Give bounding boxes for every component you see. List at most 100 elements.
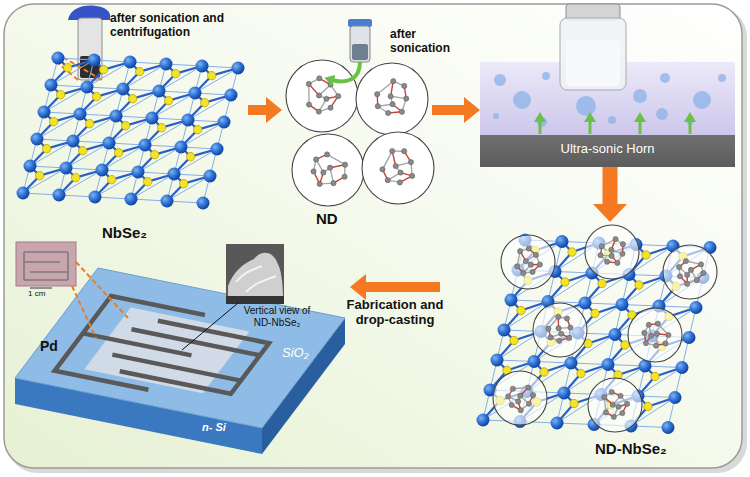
carbon-atom: [610, 402, 615, 407]
material-panel: after sonication and centrifugationNbSe₂: [10, 8, 248, 248]
dashed-leader: [72, 286, 96, 338]
carbon-atom: [321, 170, 326, 175]
pd-electrode: [120, 321, 269, 394]
carbon-atom: [528, 262, 533, 267]
scale-bar: [30, 288, 52, 289]
carbon-atom: [611, 414, 616, 419]
nanodiamond-particle: [362, 132, 434, 204]
carbon-atom: [564, 316, 569, 321]
carbon-atom: [649, 333, 654, 338]
nb-atom: [81, 81, 94, 94]
nb-atom: [528, 355, 541, 368]
molecule-bond: [308, 84, 310, 105]
carbon-atom: [557, 338, 562, 343]
nb-atom: [146, 112, 159, 125]
nb-atom: [683, 331, 696, 344]
bubble: [633, 89, 647, 103]
carbon-atom: [698, 262, 703, 267]
device-photo: [16, 242, 76, 286]
nb-atom: [132, 166, 145, 179]
carbon-atom: [615, 260, 620, 265]
carbon-atom: [388, 94, 393, 99]
nb-atom: [602, 358, 615, 371]
se-atom: [157, 123, 165, 131]
process-arrow: [432, 105, 464, 115]
nb-atom: [232, 62, 245, 75]
se-atom: [186, 152, 194, 160]
jar-liquid: [566, 40, 620, 86]
carbon-atom: [609, 389, 614, 394]
carbon-atom: [677, 274, 682, 279]
carbon-atom: [509, 402, 514, 407]
se-atom: [644, 402, 652, 410]
callout-line: [182, 303, 238, 350]
carbon-atom: [620, 251, 625, 256]
se-atom: [540, 368, 548, 376]
nb-atom: [477, 414, 490, 427]
nb-atom: [88, 54, 101, 67]
carbon-atom: [655, 321, 660, 326]
carbon-atom: [342, 162, 347, 167]
carbon-atom: [609, 253, 614, 258]
bubble: [494, 74, 506, 86]
nb-atom: [110, 110, 123, 123]
frame: [4, 4, 742, 468]
se-atom: [114, 148, 122, 156]
nb-atom: [491, 354, 504, 367]
nanodiamond-particle: [493, 371, 547, 425]
se-atom: [56, 90, 64, 98]
carbon-atom: [317, 181, 322, 186]
se-atom: [164, 96, 172, 104]
carbon-atom: [399, 109, 404, 114]
sem-film: [228, 253, 283, 300]
process-arrow: [603, 167, 618, 204]
nb-atom: [690, 301, 703, 314]
nb-atom: [74, 108, 87, 121]
nb-atom: [662, 421, 675, 434]
process-arrow: [366, 282, 440, 292]
nb-atom: [197, 197, 210, 210]
nb-atom: [218, 116, 231, 129]
nb-atom: [579, 297, 592, 310]
carbon-atom: [556, 326, 561, 331]
nb-atom: [175, 141, 188, 154]
nb-atom: [189, 87, 202, 100]
se-atom: [651, 372, 659, 380]
carbon-atom: [328, 105, 333, 110]
nb-atom: [161, 195, 174, 208]
bubble: [542, 72, 550, 80]
nb-atom: [17, 187, 30, 200]
node-text: ND: [316, 210, 356, 227]
nb-atom: [139, 139, 152, 152]
carbon-atom: [609, 247, 614, 252]
se-atom: [49, 117, 57, 125]
vial: [78, 18, 102, 80]
nanodiamond-particle: [501, 235, 555, 289]
pd-electrode: [55, 296, 205, 390]
carbon-atom: [523, 259, 528, 264]
nb-atom: [196, 60, 209, 73]
nb-atom: [125, 193, 138, 206]
bubble: [537, 117, 547, 127]
carbon-atom: [385, 178, 390, 183]
carbon-atom: [325, 152, 330, 157]
ultrasound-arrow: [639, 120, 642, 134]
nb-atom: [558, 387, 571, 400]
nb-atom: [53, 189, 66, 202]
carbon-atom: [306, 102, 311, 107]
carbon-atom: [518, 393, 523, 398]
node-text: n- Si: [202, 421, 252, 434]
carbon-atom: [598, 253, 603, 258]
carbon-atom: [526, 246, 531, 251]
process-arrow: [332, 62, 360, 81]
nb-atom: [204, 170, 217, 183]
carbon-atom: [677, 264, 682, 269]
carbon-atom: [391, 79, 396, 84]
carbon-atom: [556, 314, 561, 319]
nb-atom: [24, 160, 37, 173]
nb-atom: [103, 137, 116, 150]
bubble: [608, 116, 616, 124]
oxide-layer: [15, 268, 345, 428]
nb-atom: [168, 168, 181, 181]
carbon-atom: [397, 180, 402, 185]
